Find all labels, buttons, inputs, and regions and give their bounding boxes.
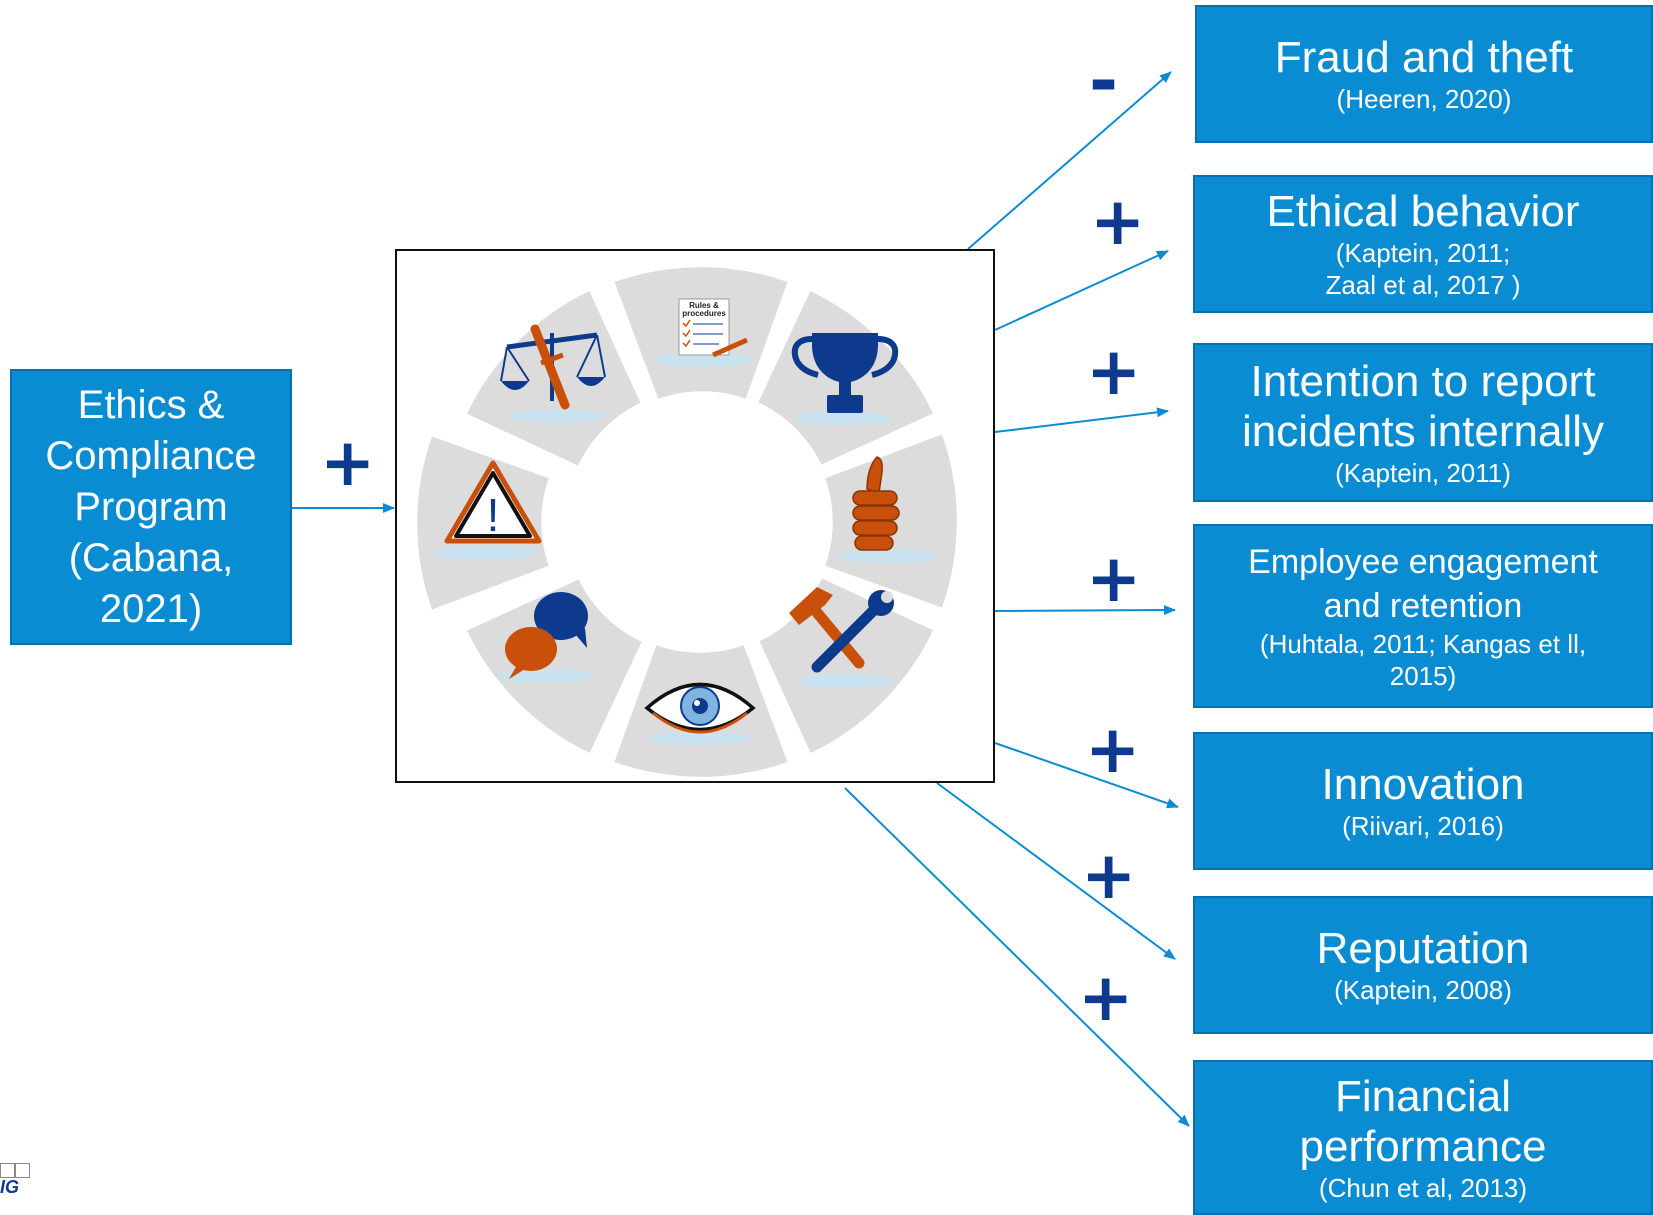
arrow-to-financial xyxy=(844,787,1190,1127)
scales-sword-icon xyxy=(500,324,606,410)
thumbs-up-icon xyxy=(852,456,900,551)
outcome-reference: (Kaptein, 2008) xyxy=(1334,975,1512,1005)
segment-tools xyxy=(759,578,933,753)
outcome-intention-to-report-box: Intention to report incidents internally… xyxy=(1193,343,1653,502)
arrow-to-intention xyxy=(994,407,1169,433)
outcome-reputation-box: Reputation (Kaptein, 2008) xyxy=(1193,896,1653,1034)
logo-text: IG xyxy=(0,1177,20,1197)
speech-bubbles-icon xyxy=(505,592,588,679)
arrow-to-fraud xyxy=(967,71,1172,250)
outcome-reference: (Heeren, 2020) xyxy=(1336,84,1512,114)
source-label-line: Program xyxy=(74,484,228,529)
outcome-innovation-box: Innovation (Riivari, 2016) xyxy=(1193,732,1653,870)
logo: IG xyxy=(0,1163,32,1197)
source-label-line: Compliance xyxy=(45,433,257,478)
outcome-sign: + xyxy=(1081,837,1137,914)
outcome-title: Fraud and theft xyxy=(1274,33,1574,82)
warning-symbol: ! xyxy=(487,489,500,541)
outcome-title: Innovation xyxy=(1321,760,1525,809)
arrow-to-ethical xyxy=(994,250,1169,331)
outcome-reference: 2015) xyxy=(1389,661,1457,691)
source-label-line: Ethics & xyxy=(77,382,225,427)
outcome-reference: (Kaptein, 2011; xyxy=(1335,238,1511,268)
outcome-sign: + xyxy=(1090,183,1146,260)
outcome-fraud-theft-box: Fraud and theft (Heeren, 2020) xyxy=(1195,5,1653,143)
outcome-title: Financial xyxy=(1334,1071,1512,1121)
outcome-sign: + xyxy=(1085,711,1141,788)
outcome-title: incidents internally xyxy=(1242,406,1604,456)
source-label-line: (Cabana, xyxy=(68,535,234,580)
source-label-line: 2021) xyxy=(99,586,203,631)
tools-icon xyxy=(789,587,894,673)
outcome-sign: - xyxy=(1089,40,1119,122)
outcome-reference: (Huhtala, 2011; Kangas et ll, xyxy=(1259,629,1587,659)
outcome-employee-engagement-box: Employee engagement and retention (Huhta… xyxy=(1193,524,1653,708)
outcome-title: and retention xyxy=(1323,587,1523,625)
outcome-financial-performance-box: Financial performance (Chun et al, 2013) xyxy=(1193,1060,1653,1215)
segment-bubbles xyxy=(467,579,642,753)
arrow-to-reputation xyxy=(936,782,1176,960)
eye-icon xyxy=(644,682,756,734)
program-elements-wheel: Rules & procedures xyxy=(395,249,995,783)
outcome-reference: (Kaptein, 2011) xyxy=(1335,457,1511,488)
warning-icon: ! xyxy=(444,460,542,544)
source-plus-sign: + xyxy=(320,424,376,501)
outcome-reference: (Chun et al, 2013) xyxy=(1318,1172,1528,1203)
outcome-sign: + xyxy=(1078,959,1134,1036)
outcome-reference: (Riivari, 2016) xyxy=(1342,811,1504,841)
outcome-title: performance xyxy=(1299,1121,1547,1171)
arrow-to-innovation xyxy=(994,742,1179,809)
outcome-ethical-behavior-box: Ethical behavior (Kaptein, 2011; Zaal et… xyxy=(1193,175,1653,313)
outcome-title: Intention to report xyxy=(1250,356,1596,406)
arrow-to-engagement xyxy=(994,605,1176,616)
outcome-title: Reputation xyxy=(1316,924,1530,973)
outcome-title: Ethical behavior xyxy=(1266,187,1580,236)
rules-caption-line: Rules & xyxy=(689,301,719,310)
outcome-sign: + xyxy=(1086,540,1142,617)
outcome-sign: + xyxy=(1086,333,1142,410)
trophy-icon xyxy=(791,333,899,413)
rules-procedures-icon: Rules & procedures xyxy=(678,298,749,358)
rules-caption-line: procedures xyxy=(682,309,726,318)
outcome-reference: Zaal et al, 2017 ) xyxy=(1325,270,1521,300)
outcome-title: Employee engagement xyxy=(1248,543,1598,581)
ethics-compliance-program-box: Ethics & Compliance Program (Cabana, 202… xyxy=(10,369,292,645)
